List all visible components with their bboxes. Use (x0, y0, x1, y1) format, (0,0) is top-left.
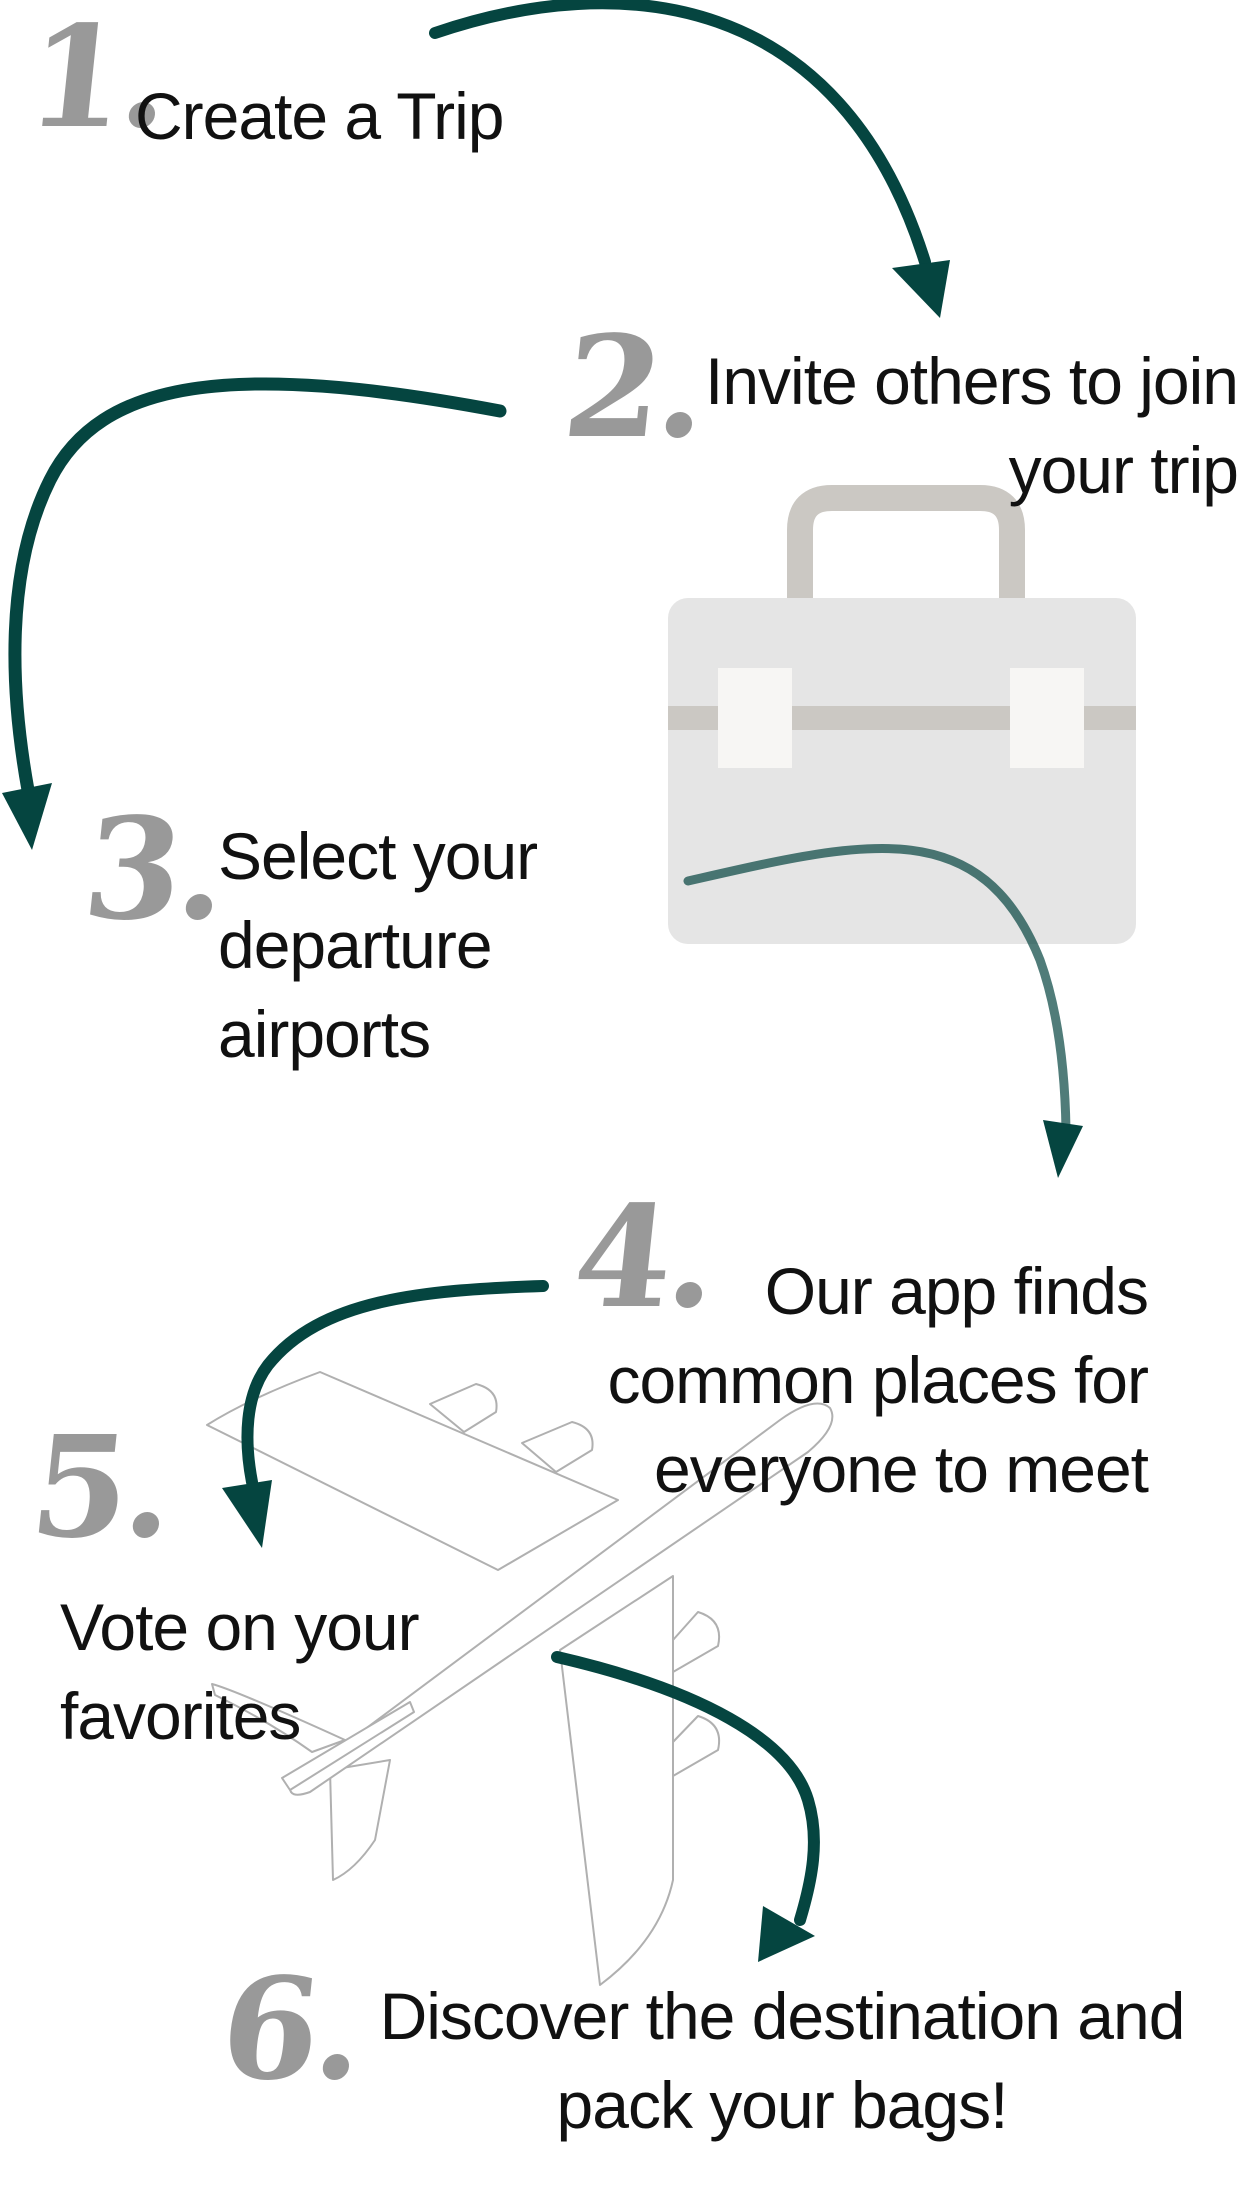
airplane-engine-lower-2 (672, 1715, 720, 1777)
step-3-number: 3. (76, 788, 232, 952)
step-3-text: Select your departure airports (218, 819, 538, 1071)
step-6-number: 6. (213, 1948, 369, 2112)
arrow-5-to-6 (551, 1651, 820, 1962)
airplane-engine-upper-2 (521, 1421, 594, 1473)
step-2-text: Invite others to join your trip (705, 344, 1239, 507)
step-5-number: 5. (23, 1406, 179, 1570)
suitcase-latch-left (718, 668, 792, 768)
step-1-text: Create a Trip (135, 79, 504, 153)
suitcase-body (668, 598, 1136, 944)
arrow-2-to-3 (2, 377, 507, 850)
airplane-engine-lower-1 (672, 1611, 720, 1673)
suitcase-handle (787, 485, 1025, 600)
suitcase-icon (668, 485, 1136, 944)
curved-arrow-icon (222, 1480, 272, 1548)
airplane-fuselage (288, 1402, 834, 1796)
arrow-4-to-5 (222, 1280, 549, 1548)
arrow-1-to-2 (429, 0, 950, 318)
airplane-tail-bottom (329, 1759, 391, 1881)
curved-arrow-icon (2, 783, 52, 850)
airplane-stabilizer (281, 1701, 415, 1791)
step-6-text: Discover the destination and pack your b… (379, 1979, 1186, 2142)
step-4-text: Our app finds common places for everyone… (607, 1254, 1149, 1506)
step-5-text: Vote on your favorites (60, 1590, 420, 1753)
airplane-tail-left (211, 1683, 346, 1753)
arrow-suitcase-to-4 (683, 844, 1083, 1178)
curved-arrow-icon (1043, 1120, 1083, 1178)
airplane-engine-upper-1 (429, 1383, 498, 1433)
curved-arrow-icon (758, 1906, 815, 1962)
arrows (2, 0, 1083, 1962)
suitcase-latch-right (1010, 668, 1084, 768)
airplane-icon (206, 1371, 834, 1986)
curved-arrow-icon (892, 260, 950, 318)
airplane-right-wing (559, 1575, 674, 1986)
